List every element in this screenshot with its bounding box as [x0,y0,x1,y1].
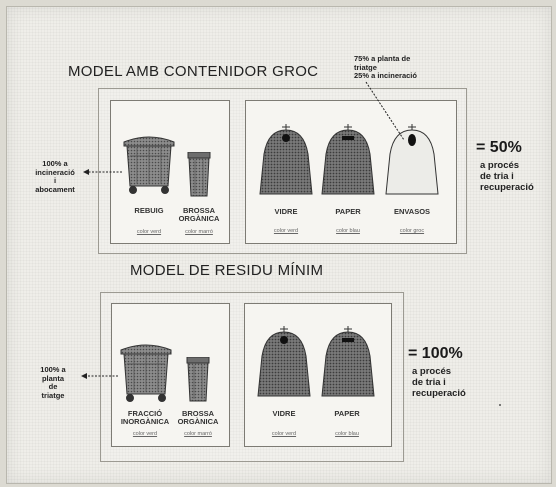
igloo-vidre-icon [259,124,313,195]
envasos-destination-note: 75% a planta de triatge 25% a incineraci… [354,54,417,80]
igloo-sub-paper: color blau [336,228,360,234]
igloo-sub-vidre-2: color verd [271,431,297,437]
model-1-percent: = 50% [476,139,522,156]
bin-label-fraccio-inorganica: FRACCIÓ INORGÀNICA [120,409,170,426]
bin-label-brossa-organica-2: BROSSA ORGÀNICA [177,409,219,426]
igloo-sub-vidre: color verd [273,228,299,234]
bin-sub-rebuig: color verd [136,229,162,235]
igloo-sub-paper-2: color blau [335,431,359,437]
wheelie-bin-icon [123,136,175,194]
igloo-label-paper: PAPER [335,207,361,216]
igloo-label-envasos: ENVASOS [393,207,431,216]
igloo-sub-envasos: color groc [399,228,425,234]
wheelie-bin-icon [120,344,172,402]
igloo-envasos-icon [385,124,439,195]
model-1-title: MODEL AMB CONTENIDOR GROC [68,63,319,80]
bin-sub-brossa-organica: color marró [185,229,213,235]
igloo-vidre-icon [257,326,311,397]
bin-label-rebuig: REBUIG [134,206,164,215]
bin-sub-brossa-organica-2: color marró [184,431,212,437]
model-2-title: MODEL DE RESIDU MÍNIM [130,262,324,279]
organic-bin-icon [187,152,211,197]
igloo-paper-icon [321,124,375,195]
bin-sub-fraccio-inorganica: color verd [132,431,158,437]
igloo-label-vidre-2: VIDRE [272,409,296,418]
model-2-percent-description: a procés de tria i recuperació [412,366,466,399]
model-1-percent-description: a procés de tria i recuperació [480,160,534,193]
bin-label-brossa-organica: BROSSA ORGÀNICA [178,206,220,223]
model-1-side-note: 100% a incineració i abocament [35,159,75,194]
igloo-paper-icon [321,326,375,397]
igloo-label-vidre: VIDRE [274,207,298,216]
igloo-label-paper-2: PAPER [334,409,360,418]
organic-bin-icon [186,357,210,402]
model-2-percent: = 100% [408,345,463,362]
model-2-side-note: 100% a planta de triatge [40,365,66,400]
